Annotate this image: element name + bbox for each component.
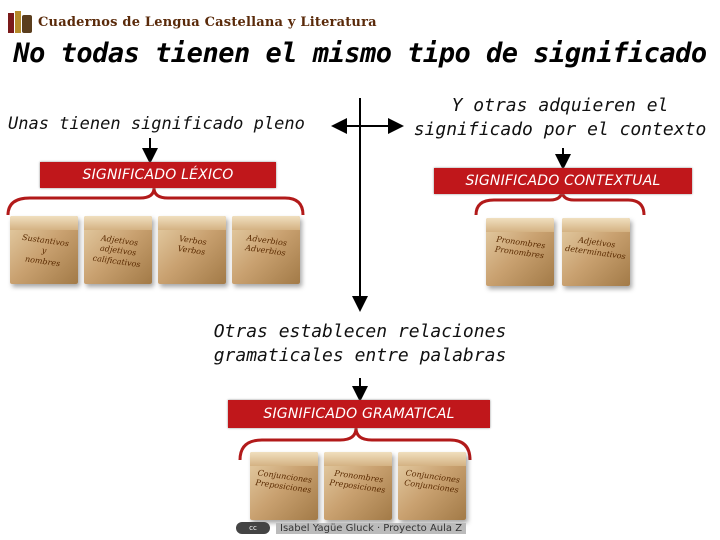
header: Cuadernos de Lengua Castellana y Literat… xyxy=(8,8,377,36)
footer: cc Isabel Yagüe Gluck · Proyecto Aula Z xyxy=(236,520,467,536)
center-caption: Otras establecen relaciones gramaticales… xyxy=(190,320,530,368)
page-title: No todas tienen el mismo tipo de signifi… xyxy=(13,38,707,69)
left-caption: Unas tienen significado pleno xyxy=(8,114,305,134)
right-caption-line1: Y otras adquieren el xyxy=(451,95,669,116)
books-icon xyxy=(8,9,34,35)
center-caption-line2: gramaticales entre palabras xyxy=(213,345,507,366)
header-title: Cuadernos de Lengua Castellana y Literat… xyxy=(38,14,377,30)
bracket-lexico xyxy=(6,187,305,216)
creative-commons-icon: cc xyxy=(236,522,270,534)
bracket-gramatical xyxy=(238,427,472,461)
right-caption-line2: significado por el contexto xyxy=(413,119,707,140)
center-caption-line1: Otras establecen relaciones xyxy=(213,321,507,342)
footer-text: Isabel Yagüe Gluck · Proyecto Aula Z xyxy=(276,522,467,534)
label-lexico: SIGNIFICADO LÉXICO xyxy=(40,162,276,188)
label-contextual: SIGNIFICADO CONTEXTUAL xyxy=(434,168,692,194)
right-caption: Y otras adquieren el significado por el … xyxy=(410,94,710,142)
label-gramatical: SIGNIFICADO GRAMATICAL xyxy=(228,400,490,428)
